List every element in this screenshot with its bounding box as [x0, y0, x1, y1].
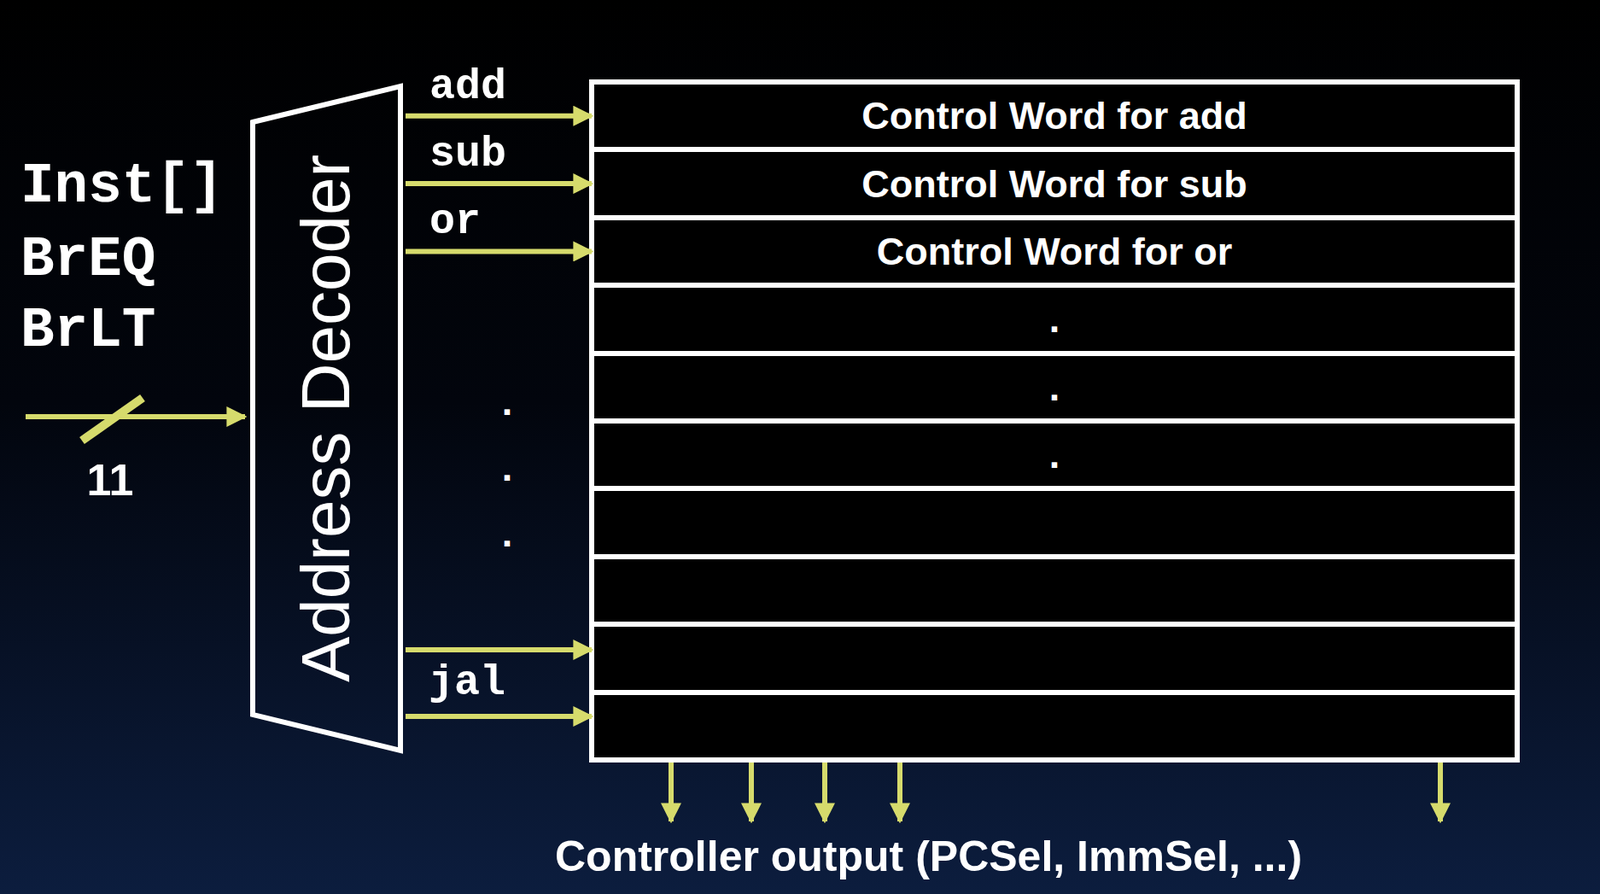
decoder-line-arrow [405, 248, 592, 254]
signal-name: Inst[] [20, 158, 224, 216]
line-label: jal [428, 661, 506, 705]
row-line [591, 215, 1518, 221]
signal-name: BrEQ [20, 232, 156, 289]
row-line [591, 554, 1518, 560]
output-arrow [1437, 762, 1443, 822]
wires [25, 397, 1441, 822]
row-line [591, 621, 1518, 627]
table-rows [591, 149, 1518, 693]
bus-width-slash [81, 397, 143, 441]
output-arrow [668, 762, 674, 822]
control-table [591, 81, 1518, 760]
control-word-row: Control Word for or [596, 221, 1513, 281]
input-bus-arrow [25, 414, 246, 420]
ellipsis-dot: . [502, 513, 514, 553]
signal-name: BrLT [20, 303, 156, 360]
control-word-text: Control Word for add [861, 96, 1248, 135]
trapezoid [252, 86, 401, 751]
decoder-line-arrow [405, 647, 592, 653]
output-arrow [897, 762, 903, 822]
control-word-text: . [1049, 367, 1061, 407]
control-word-text: Control Word for sub [861, 164, 1248, 204]
line-label: add [429, 65, 507, 109]
decoder-line-arrow [405, 181, 592, 187]
control-word-row: . [596, 357, 1513, 417]
control-word-row: Control Word for add [596, 86, 1513, 146]
ellipsis-dot: . [502, 448, 514, 487]
row-line [591, 146, 1518, 152]
row-line [591, 418, 1518, 424]
control-word-row: . [596, 425, 1513, 485]
line-label: or [429, 200, 481, 244]
control-word-row: . [596, 289, 1513, 349]
ellipsis-dot: . [502, 382, 514, 421]
control-word-text: . [1049, 435, 1061, 474]
row-line [591, 282, 1518, 288]
control-word-text: . [1049, 299, 1061, 339]
output-arrow [748, 762, 754, 822]
output-caption: Controller output (PCSel, ImmSel, ...) [554, 835, 1303, 878]
decoder-label: Address Decoder [292, 154, 362, 683]
row-line [591, 485, 1518, 491]
decoder-line-arrow [405, 113, 592, 119]
decoder-line-arrow [405, 713, 592, 719]
control-word-row: Control Word for sub [596, 153, 1513, 213]
row-line [591, 350, 1518, 357]
bus-width: 11 [87, 457, 135, 503]
line-label: sub [429, 133, 507, 176]
output-arrow [822, 762, 828, 822]
row-line [591, 689, 1518, 695]
control-word-text: Control Word for or [876, 232, 1233, 271]
address-decoder: Address Decoder [250, 83, 403, 754]
